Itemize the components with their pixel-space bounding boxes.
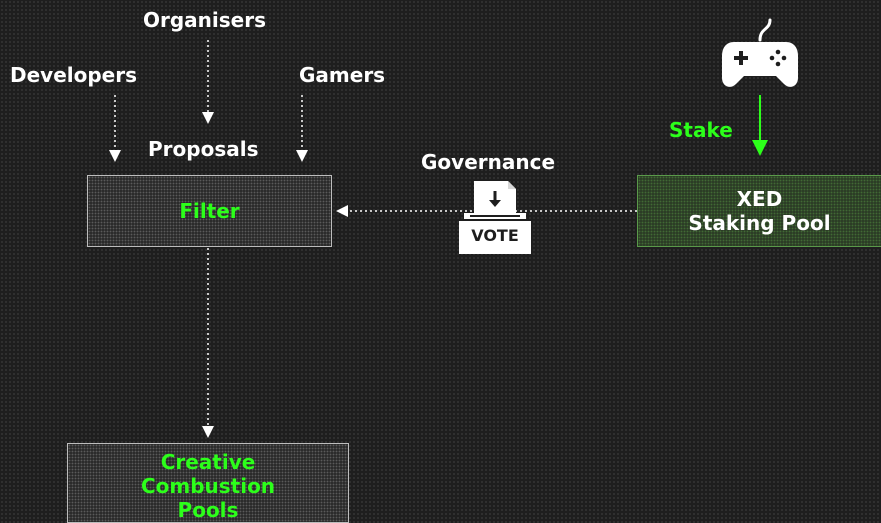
staking-pool-box: XED Staking Pool xyxy=(637,175,881,247)
creative-combustion-pools-box: Creative Combustion Pools xyxy=(67,443,349,523)
filter-box: Filter xyxy=(87,175,332,247)
stake-label: Stake xyxy=(669,118,733,142)
gamers-label: Gamers xyxy=(299,63,386,87)
developers-label: Developers xyxy=(10,63,138,87)
organisers-label: Organisers xyxy=(143,8,267,32)
creative-pools-line3: Pools xyxy=(177,498,239,522)
staking-pool-title: XED xyxy=(736,187,783,211)
vote-label: VOTE xyxy=(471,226,519,245)
governance-label: Governance xyxy=(421,150,556,174)
ballot-box-icon: VOTE xyxy=(458,179,532,255)
creative-pools-line1: Creative xyxy=(160,450,256,474)
gamepad-icon xyxy=(720,18,800,90)
proposals-label: Proposals xyxy=(148,137,259,161)
creative-pools-line2: Combustion xyxy=(140,474,276,498)
filter-label: Filter xyxy=(179,199,240,223)
staking-pool-subtitle: Staking Pool xyxy=(688,211,831,235)
